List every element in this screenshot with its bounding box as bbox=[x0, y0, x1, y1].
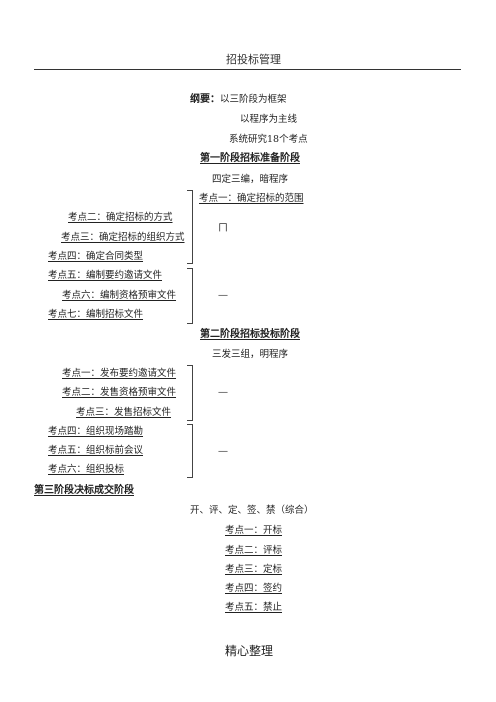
stage3-subtitle: 开、评、定、签、禁（综合） bbox=[190, 505, 314, 516]
stage1-group-a-item: 考点三：确定招标的组织方式 bbox=[61, 232, 185, 243]
stage3-item: 考点五：禁止 bbox=[225, 602, 283, 613]
stage2-group-b-item: 考点四：组织现场踏勘 bbox=[48, 426, 144, 437]
stage1-item-1: 考点一：确定招标的范围 bbox=[199, 193, 304, 204]
stage2-subtitle: 三发三组，明程序 bbox=[212, 349, 289, 360]
page-header-title: 招投标管理 bbox=[226, 53, 281, 66]
page-footer: 精心整理 bbox=[225, 644, 274, 658]
header-divider bbox=[34, 69, 461, 70]
stage2-group-b-mark: — bbox=[218, 446, 228, 457]
stage2-group-b-brace bbox=[187, 424, 193, 478]
stage1-group-b-mark: — bbox=[218, 290, 228, 301]
stage1-group-a-brace bbox=[187, 190, 193, 264]
stage1-group-a-item: 考点四：确定合同类型 bbox=[48, 251, 144, 262]
stage1-group-b-brace bbox=[187, 268, 193, 324]
stage1-group-b-item: 考点七：编制招标文件 bbox=[48, 309, 144, 320]
stage1-title: 第一阶段招标准备阶段 bbox=[200, 153, 300, 164]
stage1-subtitle: 四定三编，暗程序 bbox=[212, 174, 289, 185]
stage3-item: 考点三：定标 bbox=[225, 564, 283, 575]
stage2-title: 第二阶段招标投标阶段 bbox=[200, 329, 300, 340]
stage3-title: 第三阶段决标成交阶段 bbox=[34, 485, 134, 496]
stage3-item: 考点一：开标 bbox=[225, 525, 283, 536]
stage2-group-a-item: 考点二：发售资格预审文件 bbox=[62, 387, 177, 398]
stage3-item: 考点二：评标 bbox=[225, 545, 283, 556]
stage2-group-a-item: 考点一：发布要约邀请文件 bbox=[62, 368, 177, 379]
outline-label: 纲要： bbox=[190, 94, 220, 105]
outline-line-1: 以三阶段为框架 bbox=[220, 94, 287, 105]
stage1-group-b-item: 考点六：编制资格预审文件 bbox=[62, 290, 177, 301]
stage2-group-b-item: 考点六：组织投标 bbox=[48, 464, 125, 475]
stage1-group-b-item: 考点五：编制要约邀请文件 bbox=[48, 270, 163, 281]
stage2-group-a-item: 考点三：发售招标文件 bbox=[76, 407, 172, 418]
outline: 纲要：以三阶段为框架 bbox=[190, 95, 287, 105]
stage3-item: 考点四：签约 bbox=[225, 583, 283, 594]
outline-line-2: 以程序为主线 bbox=[240, 114, 298, 125]
outline-line-3: 系统研究18个考点 bbox=[229, 134, 308, 145]
stage2-group-b-item: 考点五：组织标前会议 bbox=[48, 445, 144, 456]
stage1-group-a-item: 考点二：确定招标的方式 bbox=[68, 212, 173, 223]
stage2-group-a-mark: — bbox=[218, 387, 228, 398]
stage2-group-a-brace bbox=[187, 365, 193, 421]
stage1-group-a-mark: ㄇ bbox=[218, 223, 228, 234]
